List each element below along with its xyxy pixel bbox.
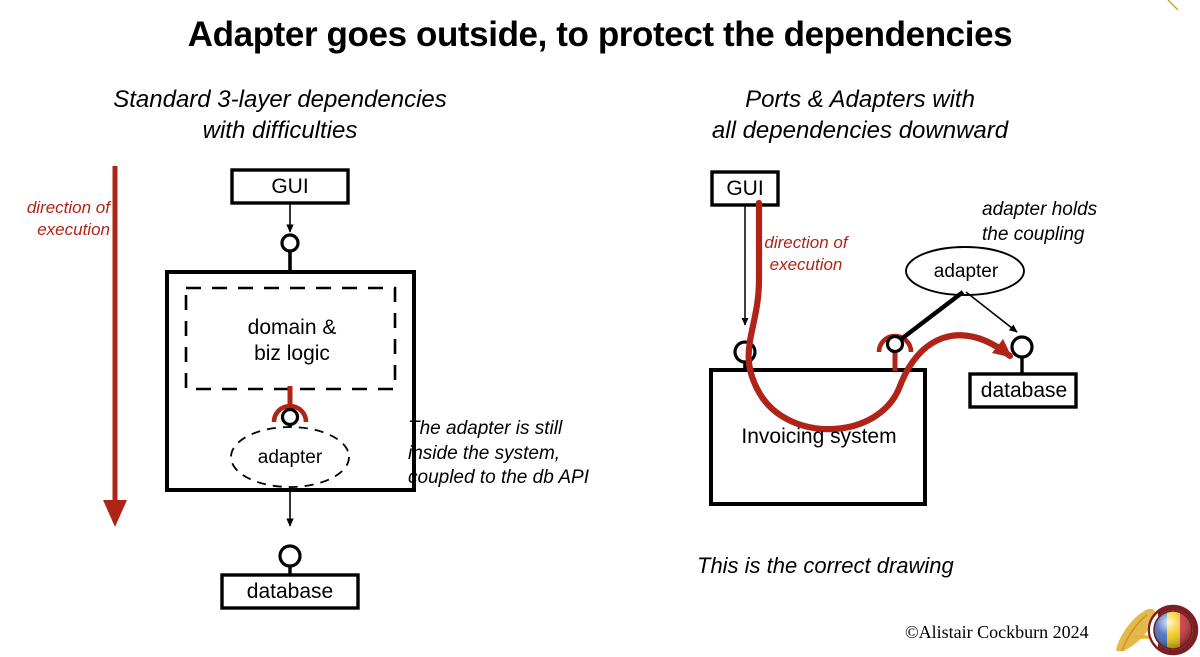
right-system-required-port-socket	[876, 333, 914, 371]
right-adapter-to-system-port-link	[898, 290, 965, 342]
left-adapter-label: adapter	[257, 447, 323, 468]
right-adapter-ellipse	[905, 246, 1025, 296]
left-panel-subheading: Standard 3-layer dependencies with diffi…	[113, 86, 447, 144]
left-direction-of-execution-arrow	[103, 166, 127, 527]
right-direction-of-execution-label: direction of execution	[764, 233, 848, 274]
left-domain-logic-label: domain & biz logic	[247, 316, 337, 365]
left-database-label: database	[246, 580, 334, 603]
left-adapter-to-database-connector	[278, 487, 302, 575]
right-gui-label: GUI	[726, 177, 764, 200]
right-invoicing-system-box	[709, 368, 927, 506]
right-adapter-holds-coupling-note: adapter holds the coupling	[982, 199, 1098, 245]
left-domain-logic-box	[184, 286, 397, 391]
left-adapter-inside-note: The adapter is still inside the system, …	[408, 418, 589, 489]
right-adapter-to-database-link	[965, 291, 1018, 333]
right-adapter-label: adapter	[933, 261, 999, 282]
right-database-port-ball	[1010, 335, 1034, 374]
corner-flourish-mark	[1167, 0, 1179, 11]
right-panel-subheading: Ports & Adapters with all dependencies d…	[711, 86, 1009, 144]
right-invoicing-system-label: Invoicing system	[741, 425, 897, 448]
right-conclusion-note: This is the correct drawing	[697, 553, 954, 578]
left-database-box	[220, 573, 360, 610]
right-database-box	[968, 372, 1078, 409]
left-gui-label: GUI	[271, 175, 309, 198]
slide-title: Adapter goes outside, to protect the dep…	[187, 15, 1013, 54]
left-direction-of-execution-label: direction of execution	[26, 198, 110, 239]
copyright-notice: ©Alistair Cockburn 2024	[905, 622, 1089, 642]
right-direction-of-execution-curve	[745, 199, 1014, 433]
alistair-cockburn-logo-icon	[1116, 604, 1199, 656]
right-database-label: database	[980, 379, 1068, 402]
left-gui-to-system-connector	[280, 203, 300, 274]
